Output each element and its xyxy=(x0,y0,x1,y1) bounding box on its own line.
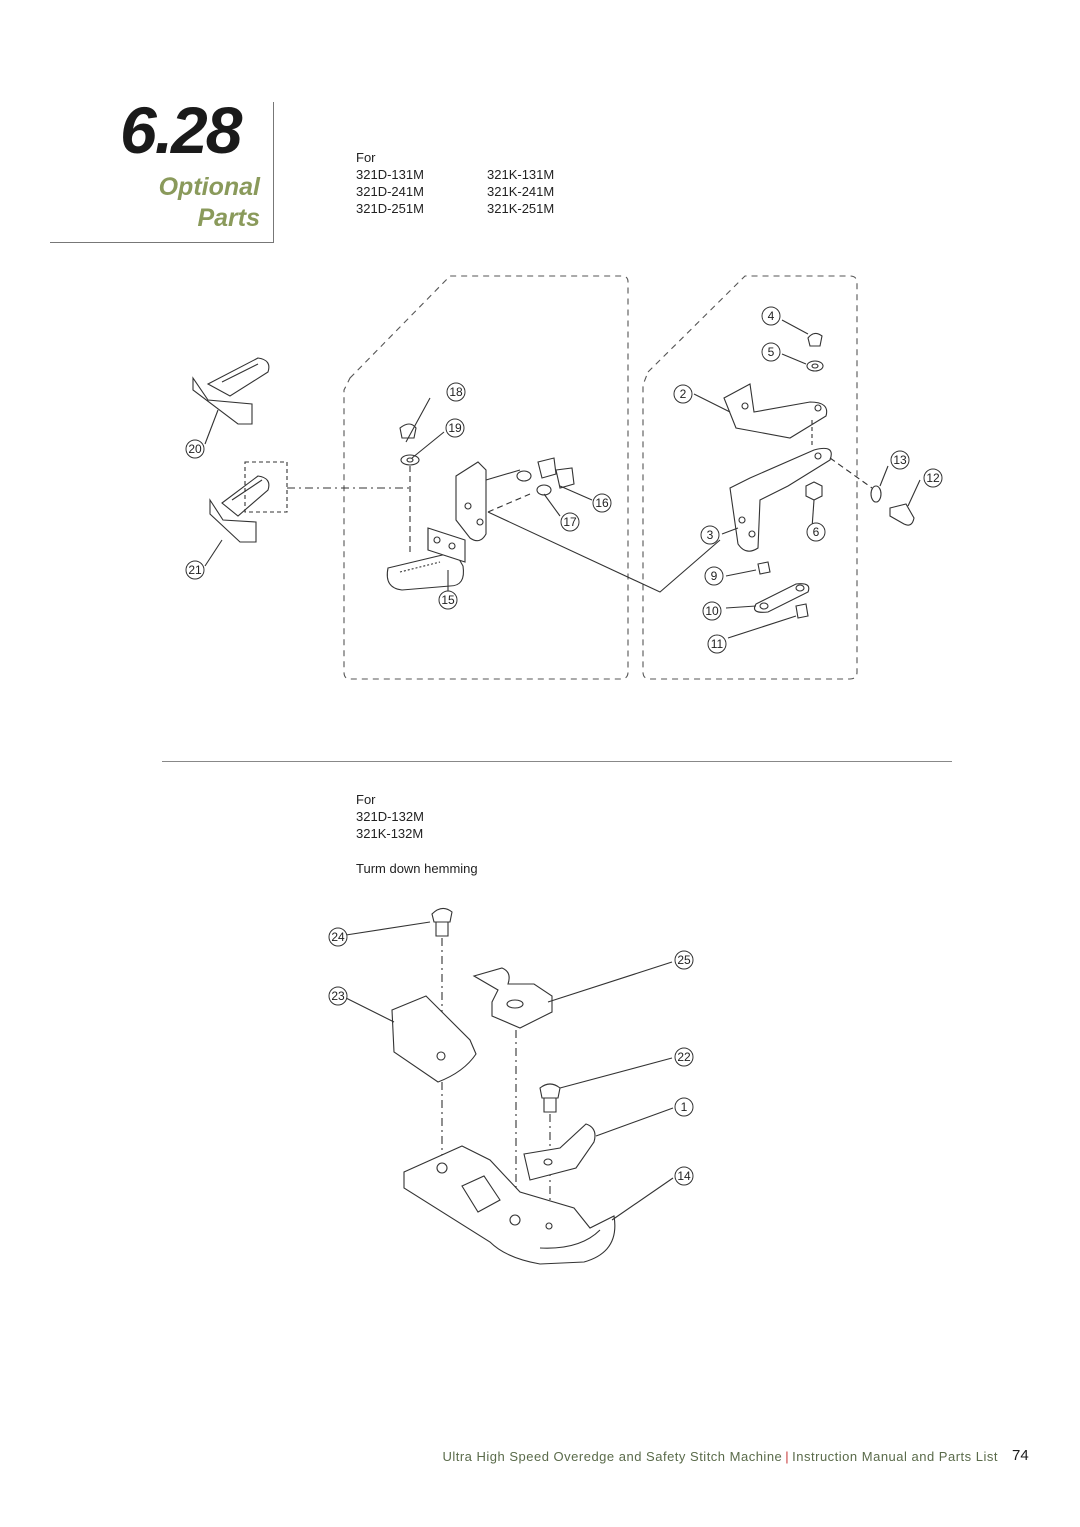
lower-caption: Turm down hemming xyxy=(356,861,478,876)
lower-parts-diagram xyxy=(345,907,674,1265)
callout-5: 5 xyxy=(768,345,775,359)
callout-6: 6 xyxy=(813,525,820,539)
section-number: 6.28 xyxy=(120,93,242,167)
upper-model-k2: 321K-241M xyxy=(487,184,555,199)
footer-text: Ultra High Speed Overedge and Safety Sti… xyxy=(442,1449,998,1464)
callout-11: 11 xyxy=(711,637,724,651)
callout-25: 25 xyxy=(677,953,691,967)
upper-model-d3: 321D-251M xyxy=(356,201,424,216)
callout-23: 23 xyxy=(331,989,345,1003)
upper-model-d1: 321D-131M xyxy=(356,167,424,182)
callout-4: 4 xyxy=(768,309,775,323)
callout-18: 18 xyxy=(449,385,463,399)
upper-model-k1: 321K-131M xyxy=(487,167,555,182)
upper-for-label: For xyxy=(356,150,376,165)
header-vertical-rule xyxy=(273,102,274,242)
callout-20: 20 xyxy=(188,442,202,456)
upper-model-d2: 321D-241M xyxy=(356,184,424,199)
section-divider xyxy=(162,761,952,762)
callout-2: 2 xyxy=(680,387,687,401)
header-horizontal-rule xyxy=(50,242,274,243)
section-title-line1: Optional xyxy=(158,173,260,201)
footer-subtitle: Instruction Manual and Parts List xyxy=(792,1449,998,1464)
callout-9: 9 xyxy=(711,569,718,583)
callout-16: 16 xyxy=(595,496,609,510)
footer-title: Ultra High Speed Overedge and Safety Sti… xyxy=(442,1449,783,1464)
callout-24: 24 xyxy=(331,930,345,944)
callout-19: 19 xyxy=(448,421,462,435)
callout-13: 13 xyxy=(893,453,907,467)
callout-21: 21 xyxy=(188,563,202,577)
callout-15: 15 xyxy=(441,593,455,607)
lower-model-1: 321D-132M xyxy=(356,809,424,824)
lower-for-label: For xyxy=(356,792,376,807)
section-title-line2: Parts xyxy=(197,204,260,232)
callout-10: 10 xyxy=(705,604,719,618)
callout-17: 17 xyxy=(563,515,577,529)
upper-model-k3: 321K-251M xyxy=(487,201,555,216)
lower-model-2: 321K-132M xyxy=(356,826,424,841)
footer-separator: | xyxy=(785,1449,790,1464)
callout-14: 14 xyxy=(677,1169,691,1183)
callout-1: 1 xyxy=(681,1100,688,1114)
callout-12: 12 xyxy=(926,471,940,485)
callout-3: 3 xyxy=(707,528,714,542)
callout-22: 22 xyxy=(677,1050,691,1064)
page-number: 74 xyxy=(1012,1447,1029,1464)
